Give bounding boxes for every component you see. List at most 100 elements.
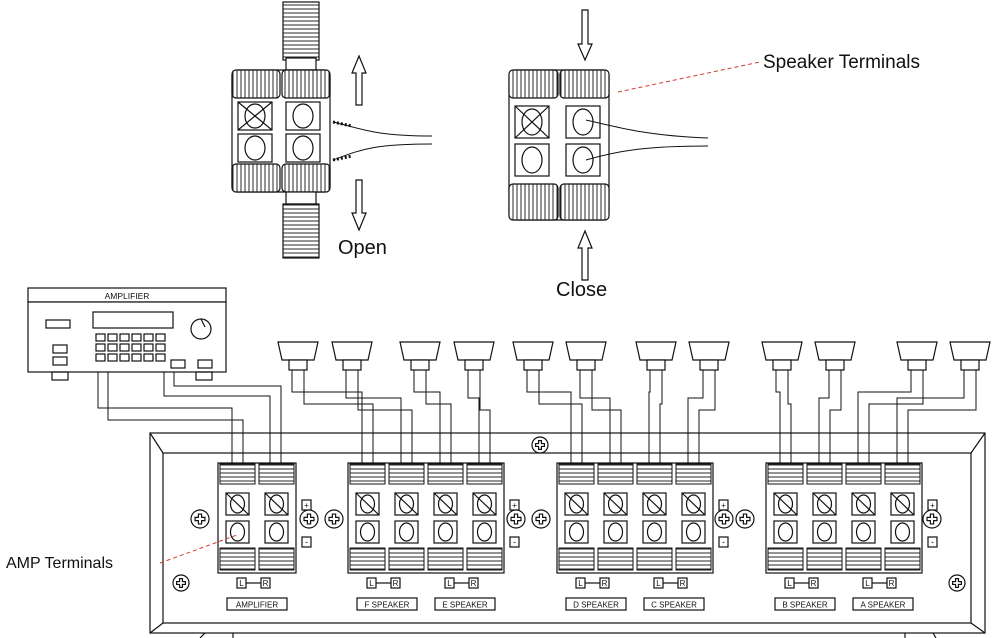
section-label: AMPLIFIER bbox=[236, 601, 278, 610]
terminal-clip bbox=[466, 547, 503, 571]
terminal-clip bbox=[636, 547, 673, 571]
terminal-socket bbox=[564, 520, 589, 544]
channel-right-label: R bbox=[393, 579, 399, 588]
wire bbox=[526, 370, 572, 497]
terminal-socket bbox=[394, 520, 419, 544]
terminal-clip bbox=[258, 463, 295, 485]
terminal-socket bbox=[603, 492, 628, 516]
section-label-box bbox=[774, 597, 836, 611]
keypad-button bbox=[95, 343, 106, 352]
wire bbox=[687, 370, 704, 497]
section-label: E SPEAKER bbox=[442, 601, 488, 610]
terminal-socket bbox=[890, 492, 915, 516]
terminal-block bbox=[347, 462, 505, 574]
terminal-block bbox=[556, 462, 714, 574]
terminal-clip bbox=[558, 547, 595, 571]
section-label-box bbox=[643, 597, 705, 611]
minus-marker bbox=[718, 536, 729, 548]
terminal-socket bbox=[225, 492, 250, 516]
terminal-clip bbox=[388, 463, 425, 485]
terminal-socket bbox=[851, 520, 876, 544]
section-label: A SPEAKER bbox=[861, 601, 906, 610]
terminal-socket bbox=[433, 492, 458, 516]
terminal-clip bbox=[806, 463, 843, 485]
speaker-icon bbox=[565, 341, 607, 371]
terminal-clip bbox=[675, 547, 712, 571]
channel-left-label: L bbox=[447, 579, 452, 588]
minus-marker bbox=[927, 536, 938, 548]
keypad-button bbox=[143, 343, 154, 352]
minus-marker bbox=[509, 536, 520, 548]
channel-left-label: L bbox=[656, 579, 661, 588]
channel-right-label: R bbox=[811, 579, 817, 588]
terminal-clip bbox=[767, 463, 804, 485]
terminal-socket bbox=[851, 492, 876, 516]
speaker-icon bbox=[949, 341, 991, 371]
panel-terminals-layer: +-+-+-+- bbox=[172, 436, 966, 592]
terminal-clip bbox=[466, 463, 503, 485]
channel-right-label: R bbox=[680, 579, 686, 588]
terminal-clip bbox=[597, 547, 634, 571]
keypad-button bbox=[119, 333, 130, 342]
keypad-button bbox=[143, 353, 154, 362]
terminal-socket bbox=[564, 492, 589, 516]
wire bbox=[467, 370, 480, 497]
terminal-clip bbox=[806, 547, 843, 571]
terminal-clip bbox=[349, 463, 386, 485]
keypad-button bbox=[119, 343, 130, 352]
section-label: D SPEAKER bbox=[573, 601, 619, 610]
closed-terminal-illustration bbox=[508, 9, 709, 281]
terminal-clip bbox=[767, 547, 804, 571]
terminal-socket bbox=[264, 520, 289, 544]
wire bbox=[896, 370, 965, 497]
terminal-clip bbox=[388, 547, 425, 571]
keypad-button bbox=[119, 353, 130, 362]
terminal-clip bbox=[884, 547, 921, 571]
wire bbox=[775, 370, 781, 497]
wire bbox=[818, 370, 830, 497]
terminal-socket bbox=[681, 492, 706, 516]
channel-left-label: L bbox=[578, 579, 583, 588]
mounting-screw-icon bbox=[531, 509, 551, 529]
terminal-socket bbox=[355, 492, 380, 516]
wire bbox=[173, 372, 282, 525]
section-label-box bbox=[565, 597, 627, 611]
terminal-clip bbox=[845, 547, 882, 571]
keypad-button bbox=[107, 343, 118, 352]
mounting-screw-icon bbox=[172, 574, 190, 592]
mounting-screw-icon bbox=[190, 509, 210, 529]
terminal-socket bbox=[773, 492, 798, 516]
channel-left-label: L bbox=[865, 579, 870, 588]
open-terminal-illustration bbox=[231, 1, 433, 259]
terminal-clip bbox=[884, 463, 921, 485]
terminal-socket bbox=[264, 492, 289, 516]
section-label-box bbox=[434, 597, 496, 611]
channel-right-label: R bbox=[263, 579, 269, 588]
channel-right-label: R bbox=[471, 579, 477, 588]
minus-sign: - bbox=[513, 537, 516, 547]
terminal-block bbox=[765, 462, 923, 574]
wire bbox=[291, 370, 363, 497]
speaker-icon bbox=[635, 341, 677, 371]
keypad-button bbox=[131, 343, 142, 352]
speaker-icon bbox=[399, 341, 441, 371]
minus-sign: - bbox=[931, 537, 934, 547]
terminal-socket bbox=[603, 520, 628, 544]
terminal-clip bbox=[427, 547, 464, 571]
amplifier-unit-label: AMPLIFIER bbox=[105, 291, 150, 301]
section-label-box bbox=[226, 597, 288, 611]
channel-right-label: R bbox=[602, 579, 608, 588]
terminal-socket bbox=[681, 520, 706, 544]
terminal-block bbox=[217, 462, 297, 574]
plus-sign: + bbox=[930, 501, 935, 510]
channel-right-marker bbox=[677, 577, 688, 589]
mounting-screw-icon bbox=[714, 509, 734, 529]
mounting-screw-icon bbox=[735, 509, 755, 529]
terminal-socket bbox=[642, 492, 667, 516]
minus-marker bbox=[301, 536, 312, 548]
terminal-clip bbox=[349, 547, 386, 571]
terminal-socket bbox=[472, 520, 497, 544]
section-label-box bbox=[356, 597, 418, 611]
minus-sign: - bbox=[305, 537, 308, 547]
